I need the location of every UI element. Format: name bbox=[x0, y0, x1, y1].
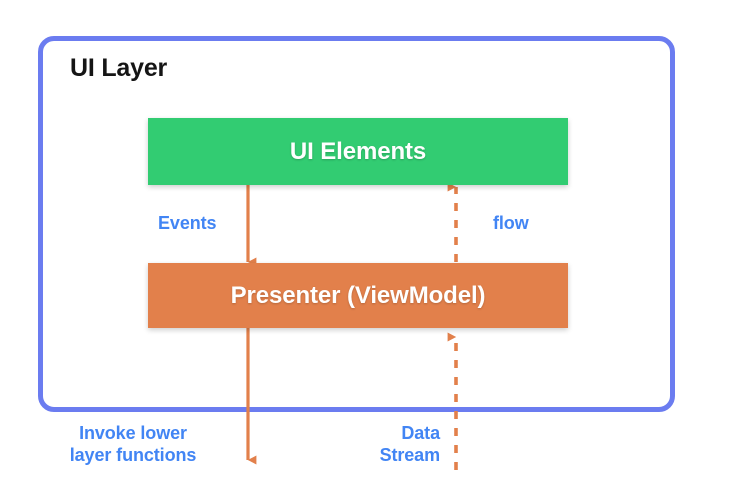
edge-label-data-stream: Data Stream bbox=[320, 422, 441, 466]
edge-label-events: Events bbox=[158, 213, 217, 233]
edge-label-invoke-lower-layer: Invoke lower layer functions bbox=[38, 422, 228, 466]
node-ui-elements[interactable]: UI Elements bbox=[148, 118, 568, 185]
edge-label-data-line2: Stream bbox=[379, 445, 441, 465]
node-ui-elements-label: UI Elements bbox=[289, 137, 427, 165]
ui-layer-container bbox=[38, 36, 675, 412]
edge-label-data-line1: Data bbox=[401, 423, 440, 443]
edge-label-invoke-line1: Invoke lower bbox=[79, 423, 187, 443]
edge-label-invoke-line2: layer functions bbox=[69, 445, 197, 465]
ui-layer-title: UI Layer bbox=[70, 54, 168, 82]
node-presenter[interactable]: Presenter (ViewModel) bbox=[148, 263, 568, 328]
node-presenter-label: Presenter (ViewModel) bbox=[230, 281, 486, 309]
edge-label-flow: flow bbox=[493, 213, 529, 233]
